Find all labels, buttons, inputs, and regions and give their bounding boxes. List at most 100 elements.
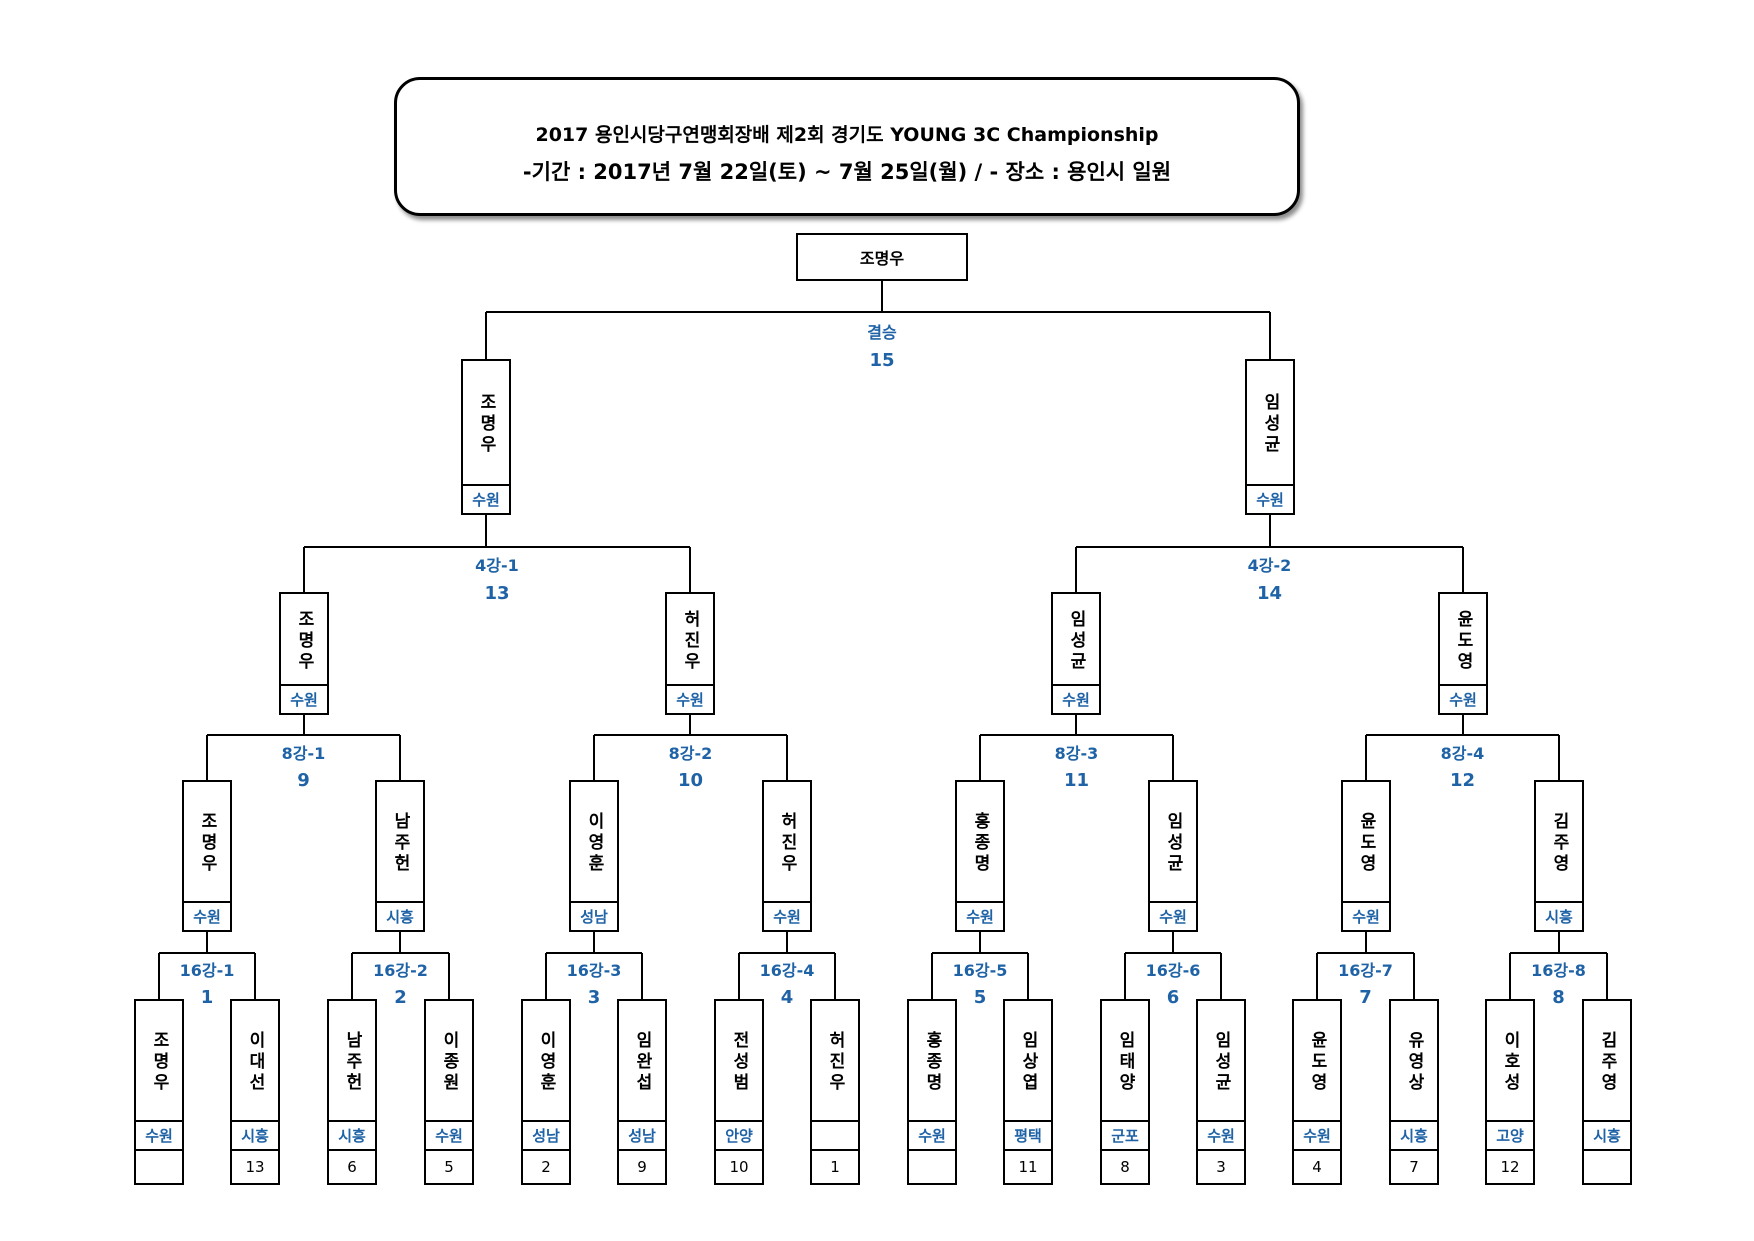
quarter-match-number: 11 [1063, 770, 1090, 791]
player-city: 시흥 [1536, 901, 1582, 930]
player-name-text: 남주헌 [342, 1031, 362, 1094]
page-title: 2017 용인시당구연맹회장배 제2회 경기도 YOUNG 3C Champio… [535, 124, 1159, 146]
player-seed: 11 [1003, 1151, 1053, 1185]
player-name: 임성균 [1150, 782, 1196, 905]
player-name-text: 이영훈 [536, 1031, 556, 1094]
player-name: 조명우 [136, 1001, 182, 1124]
player-name-text: 임성균 [1163, 812, 1183, 875]
player-name-text: 임완섭 [632, 1031, 652, 1094]
player-city: 성남 [619, 1120, 665, 1149]
player-name: 홍종명 [957, 782, 1003, 905]
player-city: 수원 [426, 1120, 472, 1149]
quarter-match-number: 10 [677, 770, 704, 791]
semi-match-label: 4강-2 [1247, 556, 1292, 575]
player-name: 임성균 [1247, 361, 1293, 488]
player-name: 조명우 [463, 361, 509, 488]
player-name-text: 홍종명 [970, 812, 990, 875]
player-name: 이영훈 [523, 1001, 569, 1124]
player-seed: 4 [1292, 1151, 1342, 1185]
champion-box: 조명우 [796, 233, 968, 281]
player-city: 성남 [523, 1120, 569, 1149]
player-name-text: 임성균 [1260, 393, 1280, 456]
player-name-text: 윤도영 [1307, 1031, 1327, 1094]
player-city: 수원 [1294, 1120, 1340, 1149]
r16-match-number: 2 [394, 987, 407, 1008]
player-seed: 6 [327, 1151, 377, 1185]
player-name: 홍종명 [909, 1001, 955, 1124]
player-name: 조명우 [184, 782, 230, 905]
player-seed: 12 [1485, 1151, 1535, 1185]
r16-match-number: 4 [780, 987, 794, 1008]
player-seed [134, 1151, 184, 1185]
player-name-text: 허진우 [680, 609, 700, 673]
player-name-text: 임태양 [1115, 1031, 1135, 1094]
event-info: -기간 : 2017년 7월 22일(토) ~ 7월 25일(월) / - 장소… [522, 160, 1172, 184]
player-name-text: 조명우 [149, 1031, 169, 1094]
player-name-text: 전성범 [729, 1031, 749, 1094]
r16-match-number: 3 [587, 987, 601, 1008]
player-city: 수원 [281, 684, 327, 713]
r16-match-label: 16강-1 [179, 961, 235, 980]
player-seed: 9 [617, 1151, 667, 1185]
player-seed: 13 [230, 1151, 280, 1185]
r16-match-label: 16강-5 [952, 961, 1008, 980]
r16-match-label: 16강-7 [1338, 961, 1393, 980]
player-name: 임상엽 [1005, 1001, 1051, 1124]
player-seed: 5 [424, 1151, 474, 1185]
player-name: 이호성 [1487, 1001, 1533, 1124]
player-city [812, 1120, 858, 1149]
player-city: 시흥 [1584, 1120, 1630, 1149]
player-seed: 1 [810, 1151, 860, 1185]
quarter-match-number: 12 [1449, 770, 1476, 791]
player-city: 수원 [909, 1120, 955, 1149]
semi-match-number: 14 [1256, 583, 1283, 604]
player-seed: 3 [1196, 1151, 1246, 1185]
player-city: 고양 [1487, 1120, 1533, 1149]
player-name-text: 홍종명 [922, 1031, 942, 1094]
player-name-text: 윤도영 [1356, 812, 1376, 875]
player-seed: 8 [1100, 1151, 1150, 1185]
player-name: 허진우 [764, 782, 810, 905]
player-city: 수원 [1150, 901, 1196, 930]
player-name: 임완섭 [619, 1001, 665, 1124]
player-city: 성남 [571, 901, 617, 930]
player-name: 남주헌 [329, 1001, 375, 1124]
player-city: 시흥 [329, 1120, 375, 1149]
player-name: 임성균 [1198, 1001, 1244, 1124]
r16-match-number: 7 [1359, 987, 1372, 1008]
r16-player-box: 허진우 1 [810, 999, 860, 1185]
player-name: 윤도영 [1294, 1001, 1340, 1124]
quarter-match-label: 8강-3 [1054, 744, 1099, 763]
player-name: 윤도영 [1343, 782, 1389, 905]
player-name: 임태양 [1102, 1001, 1148, 1124]
player-city: 시흥 [1391, 1120, 1437, 1149]
player-city: 평택 [1005, 1120, 1051, 1149]
player-name-text: 이영훈 [584, 812, 604, 875]
player-name-text: 허진우 [825, 1031, 845, 1094]
player-seed: 10 [714, 1151, 764, 1185]
semi-match-number: 13 [484, 583, 510, 604]
r16-match-number: 5 [973, 987, 987, 1008]
player-name-text: 김주영 [1597, 1031, 1617, 1094]
r16-match-label: 16강-2 [373, 961, 428, 980]
r16-match-number: 1 [200, 987, 214, 1008]
player-name: 윤도영 [1440, 594, 1486, 688]
player-name: 이종원 [426, 1001, 472, 1124]
player-name-text: 김주영 [1549, 812, 1569, 875]
r16-match-label: 16강-6 [1145, 961, 1201, 980]
player-city: 수원 [667, 684, 713, 713]
